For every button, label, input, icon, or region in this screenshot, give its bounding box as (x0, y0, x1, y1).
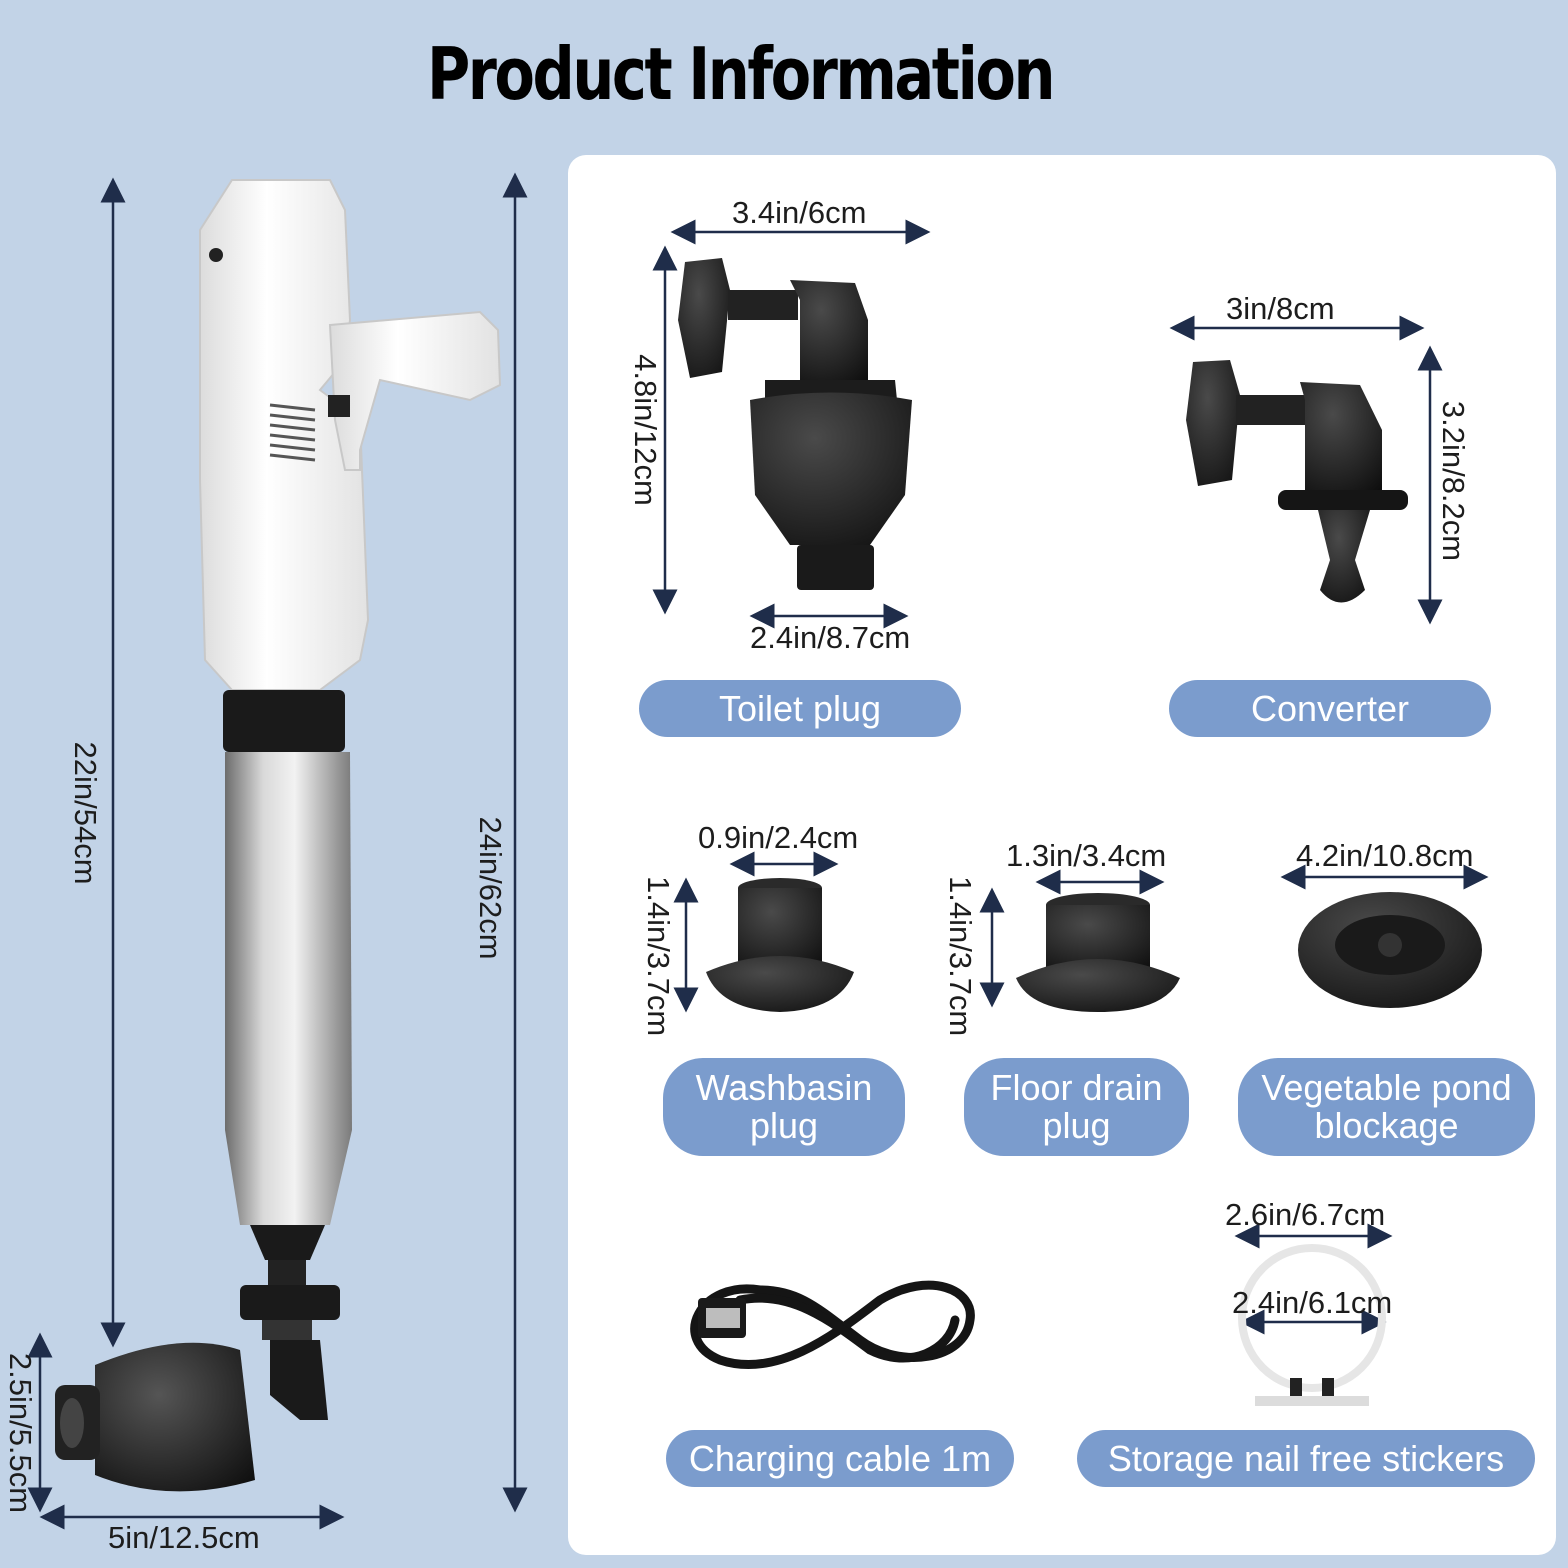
storage-stickers-name: Storage nail free stickers (1107, 1437, 1505, 1479)
washbasin-height-label: 1.4in/3.7cm (641, 876, 676, 1037)
floor-drain-plug-name-line2: plug (1042, 1105, 1111, 1146)
floor-drain-width-label: 1.3in/3.4cm (1006, 838, 1167, 873)
storage-inner-label: 2.4in/6.1cm (1232, 1285, 1393, 1320)
converter-name: Converter (1250, 687, 1410, 729)
washbasin-plug-image (673, 851, 854, 1013)
toilet-plug-width-label: 3.4in/6cm (732, 195, 867, 230)
charging-cable-pill: Charging cable 1m (666, 1430, 1014, 1487)
floor-drain-plug-image (979, 869, 1180, 1012)
toilet-plug-pill: Toilet plug (639, 680, 961, 737)
device-width-label: 5in/12.5cm (108, 1520, 260, 1555)
converter-width-label: 3in/8cm (1226, 291, 1335, 326)
vegetable-pond-pill: Vegetable pond blockage (1238, 1058, 1535, 1156)
vegetable-pond-width-label: 4.2in/10.8cm (1296, 838, 1474, 873)
charging-cable-name: Charging cable 1m (688, 1437, 992, 1479)
vegetable-pond-blockage-image (1280, 864, 1489, 1008)
converter-pill: Converter (1169, 680, 1491, 737)
converter-height-label: 3.2in/8.2cm (1436, 400, 1471, 562)
vegetable-pond-name-line2: blockage (1314, 1105, 1459, 1146)
storage-ring-image (1234, 1223, 1393, 1406)
washbasin-plug-name-line1: Washbasin (695, 1067, 873, 1108)
toilet-plug-image (652, 219, 931, 629)
washbasin-plug-pill: Washbasin plug (663, 1058, 905, 1156)
toilet-plug-name: Toilet plug (718, 687, 882, 729)
toilet-plug-height-label: 4.8in/12cm (628, 354, 663, 506)
usb-plug-image (698, 1298, 746, 1338)
washbasin-width-label: 0.9in/2.4cm (698, 820, 859, 855)
floor-drain-plug-name-line1: Floor drain (990, 1067, 1163, 1108)
toilet-plug-bottom-label: 2.4in/8.7cm (750, 620, 911, 655)
page-title: Product Information (426, 32, 1056, 116)
charging-cable-image (690, 1280, 975, 1370)
storage-outer-label: 2.6in/6.7cm (1225, 1197, 1386, 1232)
floor-drain-plug-pill: Floor drain plug (964, 1058, 1189, 1156)
converter-image (1169, 315, 1443, 625)
storage-stickers-pill: Storage nail free stickers (1077, 1430, 1535, 1487)
washbasin-plug-name-line2: plug (749, 1105, 819, 1146)
vegetable-pond-name-line1: Vegetable pond (1261, 1067, 1512, 1108)
floor-drain-height-label: 1.4in/3.7cm (943, 876, 978, 1037)
